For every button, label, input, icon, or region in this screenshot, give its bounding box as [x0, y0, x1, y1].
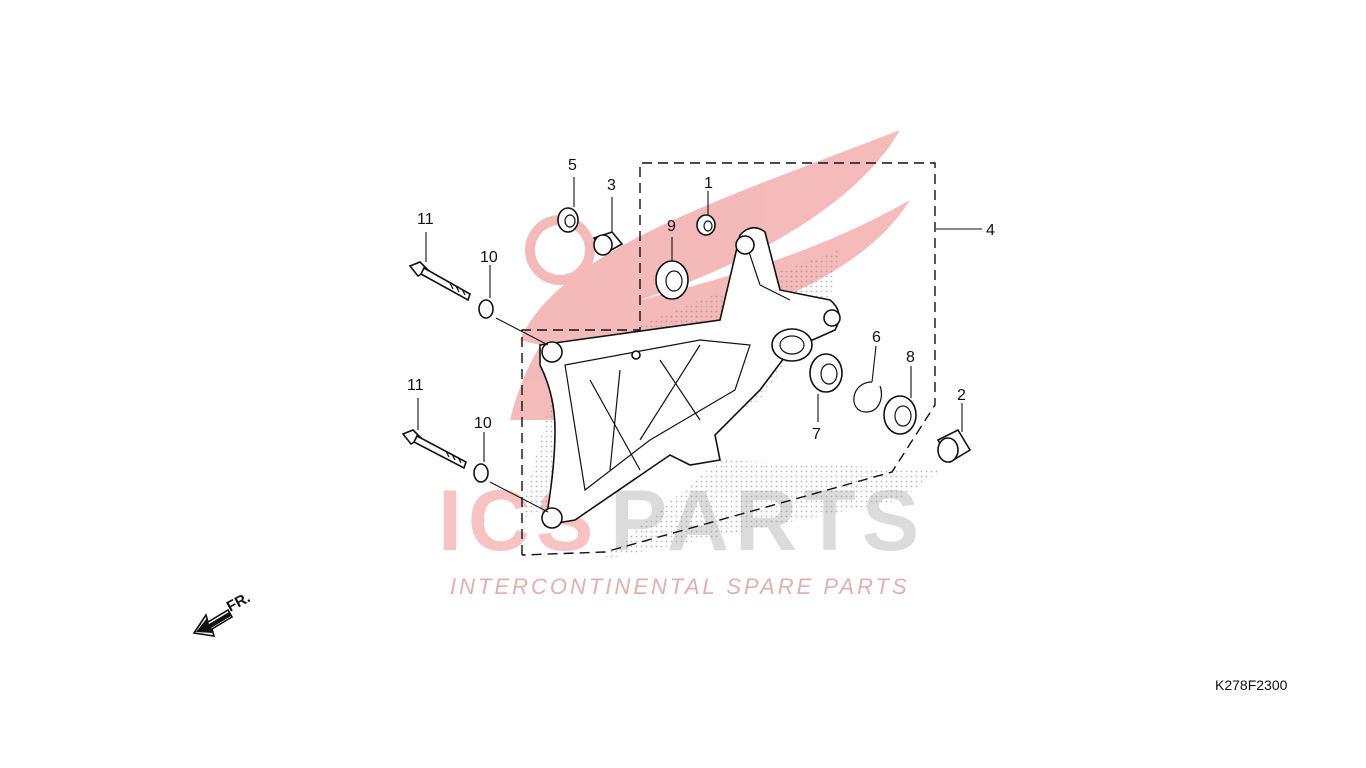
part-9-bearing: [655, 260, 689, 300]
callout-6: 6: [872, 329, 881, 346]
callout-7: 7: [812, 426, 821, 443]
callout-8: 8: [906, 349, 915, 366]
part-6-circlip: [853, 381, 883, 413]
callout-1: 1: [704, 175, 713, 192]
front-direction-arrow: [192, 608, 234, 637]
bolt-lower: [401, 429, 467, 470]
callout-4: 4: [986, 222, 995, 239]
watermark-tagline: INTERCONTINENTAL SPARE PARTS: [450, 574, 910, 599]
leader-lines: [417, 177, 982, 513]
callout-10-upper: 10: [480, 249, 498, 266]
callout-10-lower: 10: [474, 415, 492, 432]
part-1-bushing: [696, 214, 716, 236]
part-5-nut: [557, 207, 579, 233]
callout-2: 2: [957, 387, 966, 404]
bolt-upper: [408, 261, 471, 302]
callout-9: 9: [667, 218, 676, 235]
part-8-bearing: [883, 395, 917, 435]
part-7-bearing: [809, 353, 843, 393]
callout-3: 3: [607, 177, 616, 194]
callout-11-upper: 11: [417, 211, 434, 228]
assembly-dashed-outline: [521, 162, 936, 556]
diagram-code: K278F2300: [1215, 677, 1288, 693]
part-2-collar: [936, 428, 972, 464]
washer-lower: [473, 463, 489, 483]
callout-5: 5: [568, 157, 577, 174]
washer-upper: [478, 299, 494, 319]
callout-11-lower: 11: [407, 377, 424, 394]
part-3-collar: [592, 231, 624, 256]
watermark-brand-right: PARTS: [610, 473, 925, 569]
swing-arm: [539, 226, 841, 529]
